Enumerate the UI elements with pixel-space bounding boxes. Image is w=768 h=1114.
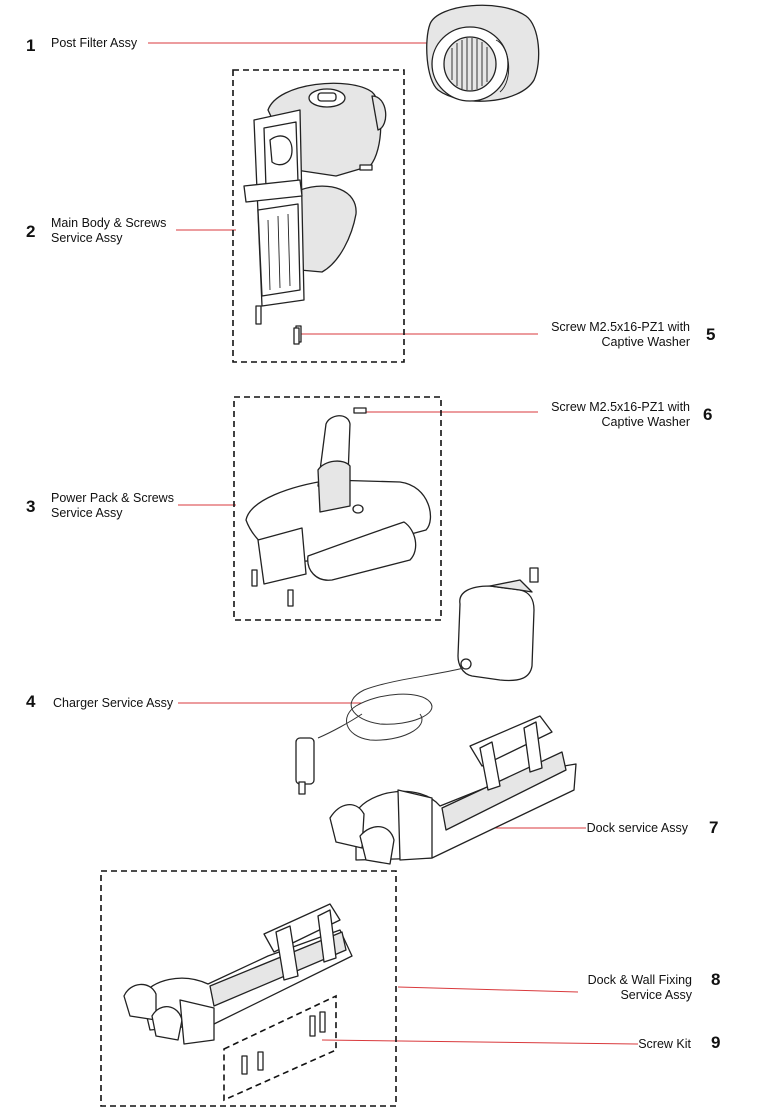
callout-number-6: 6: [703, 405, 713, 424]
power-pack-group-box: [233, 396, 442, 621]
label-screw-5: Screw M2.5x16-PZ1 with Captive Washer: [551, 320, 690, 349]
leader-line-8: [397, 986, 579, 993]
dock-wall-fixing-group-box: [100, 870, 397, 1107]
label-dock-service-assy: Dock service Assy: [586, 821, 688, 835]
callout-number-3: 3: [26, 497, 36, 516]
label-dock-wall-fixing: Dock & Wall Fixing Service Assy: [587, 973, 692, 1002]
dock-wall-fixing-icon: [123, 903, 353, 1075]
callout-number-4: 4: [26, 692, 36, 711]
main-body-group-box: [232, 69, 405, 363]
label-power-pack-screws: Power Pack & Screws Service Assy: [51, 491, 174, 520]
screw-icon: [293, 327, 300, 345]
callout-number-9: 9: [711, 1033, 721, 1052]
main-body-icon: [243, 82, 387, 343]
leader-line-9: [321, 1039, 639, 1045]
callout-number-7: 7: [709, 818, 719, 837]
callout-number-8: 8: [711, 970, 721, 989]
power-pack-icon: [245, 407, 432, 607]
callout-number-5: 5: [706, 325, 716, 344]
post-filter-icon: [426, 4, 540, 102]
dock-icon: [329, 715, 577, 865]
charger-icon: [295, 567, 539, 795]
label-charger-service-assy: Charger Service Assy: [53, 696, 174, 710]
callout-number-1: 1: [26, 36, 36, 55]
label-screw-6: Screw M2.5x16-PZ1 with Captive Washer: [551, 400, 690, 429]
callout-number-2: 2: [26, 222, 36, 241]
screw-kit-group-box: [223, 994, 337, 1102]
label-main-body-screws: Main Body & Screws Service Assy: [51, 216, 167, 245]
label-screw-kit: Screw Kit: [638, 1037, 691, 1051]
label-post-filter-assy: Post Filter Assy: [51, 36, 138, 50]
